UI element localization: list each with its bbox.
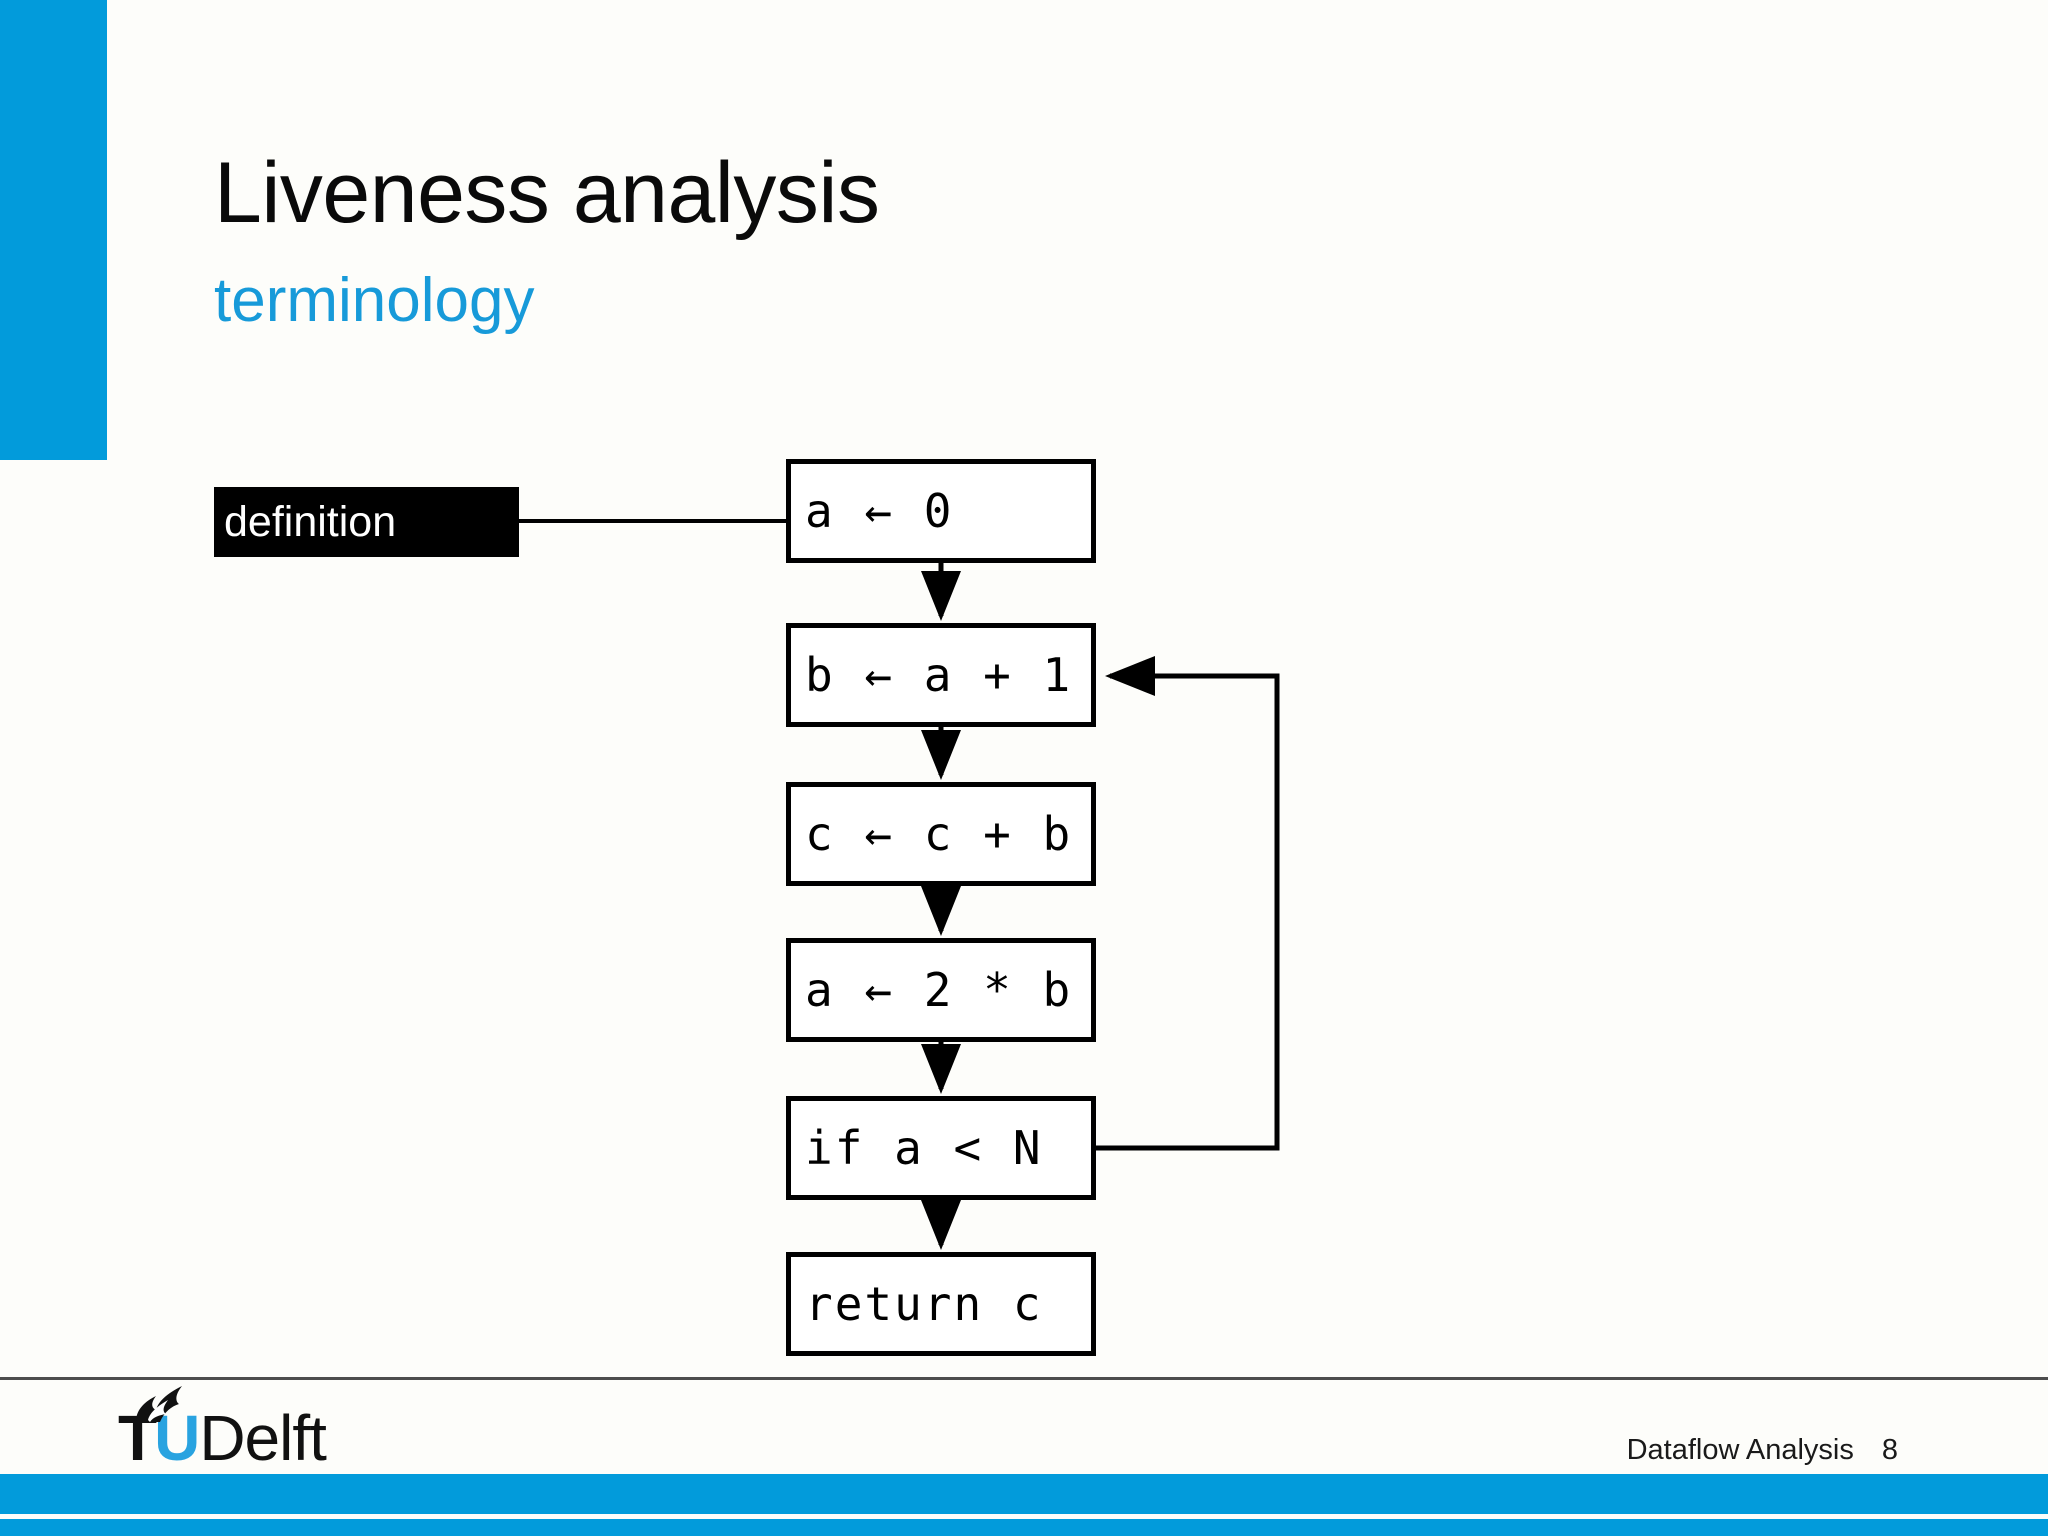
cfg-edge-n4-n1-backedge xyxy=(1096,656,1280,1151)
cfg-node-b-assign-a-plus-1: b ← a + 1 xyxy=(786,623,1096,727)
cfg-node-if-a-less-than-n: if a < N xyxy=(786,1096,1096,1200)
cfg-node-a-assign-2-times-b: a ← 2 * b xyxy=(786,938,1096,1042)
footer-meta: Dataflow Analysis 8 xyxy=(1627,1434,1898,1467)
footer-band-secondary xyxy=(0,1519,2048,1536)
cfg-node-code: a ← 0 xyxy=(805,484,954,538)
flame-icon xyxy=(136,1386,182,1422)
cfg-node-a-assign-0: a ← 0 xyxy=(786,459,1096,563)
accent-bar-left xyxy=(0,0,107,460)
annotation-callout-definition: definition xyxy=(214,487,519,557)
footer-divider xyxy=(0,1377,2048,1380)
cfg-node-return-c: return c xyxy=(786,1252,1096,1356)
page-title: Liveness analysis xyxy=(214,145,880,241)
cfg-node-code: c ← c + b xyxy=(805,807,1073,861)
cfg-node-code: return c xyxy=(805,1277,1043,1331)
cfg-node-code: if a < N xyxy=(805,1121,1043,1175)
cfg-node-c-assign-c-plus-b: c ← c + b xyxy=(786,782,1096,886)
footer-page-number: 8 xyxy=(1881,1434,1898,1466)
footer-band-primary xyxy=(0,1474,2048,1514)
footer-deck-title: Dataflow Analysis xyxy=(1626,1434,1854,1466)
tu-delft-logo: T U Delft xyxy=(118,1386,327,1474)
logo-word-delft: Delft xyxy=(199,1402,327,1474)
page-subtitle: terminology xyxy=(214,266,535,335)
cfg-node-code: b ← a + 1 xyxy=(805,648,1073,702)
cfg-node-code: a ← 2 * b xyxy=(805,963,1073,1017)
annotation-leader-line xyxy=(519,519,789,523)
